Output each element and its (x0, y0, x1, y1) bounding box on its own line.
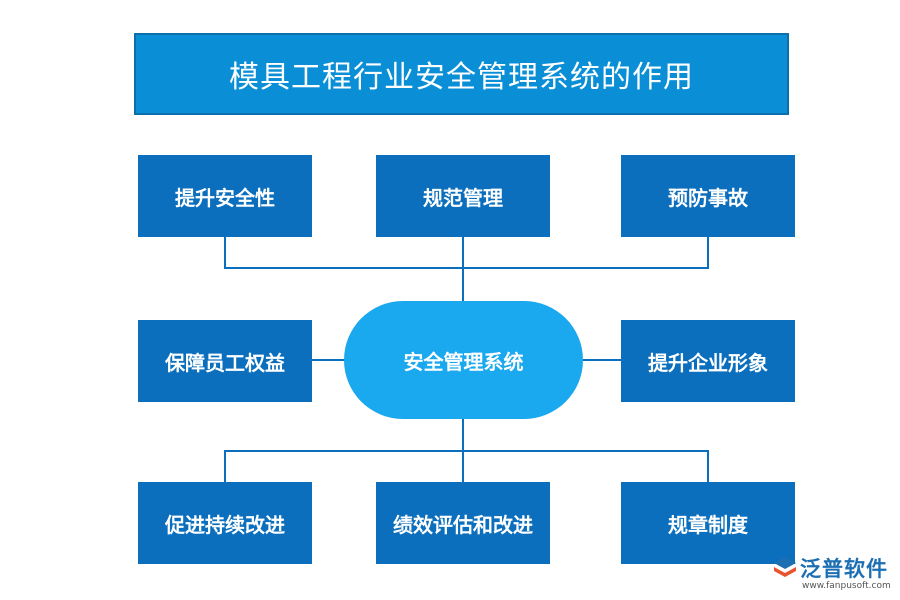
diagram-title: 模具工程行业安全管理系统的作用 (134, 33, 789, 115)
node-protect-employee-rights: 保障员工权益 (138, 320, 312, 402)
node-center-system: 安全管理系统 (344, 301, 583, 419)
node-prevent-accidents: 预防事故 (621, 155, 795, 237)
connector-bottom-right-down (707, 450, 709, 482)
logo-url: www.fanpusoft.com (802, 581, 891, 591)
node-improve-safety: 提升安全性 (138, 155, 312, 237)
node-standardize-management: 规范管理 (376, 155, 550, 237)
connector-middle-right (583, 359, 621, 361)
connector-top-middle-down (462, 237, 464, 301)
connector-bottom-left-down (224, 450, 226, 482)
node-performance-evaluation: 绩效评估和改进 (376, 482, 550, 564)
node-continuous-improvement: 促进持续改进 (138, 482, 312, 564)
connector-top-horizontal (224, 267, 709, 269)
node-improve-company-image: 提升企业形象 (621, 320, 795, 402)
connector-top-right-down (707, 237, 709, 268)
connector-bottom-horizontal (224, 450, 709, 452)
logo-name: 泛普软件 (800, 557, 888, 581)
node-rules-regulations: 规章制度 (621, 482, 795, 564)
connector-top-left-down (224, 237, 226, 268)
fanpu-logo-icon (774, 557, 796, 577)
fanpu-logo: 泛普软件 www.fanpusoft.com (772, 553, 894, 597)
connector-middle-left (312, 359, 345, 361)
